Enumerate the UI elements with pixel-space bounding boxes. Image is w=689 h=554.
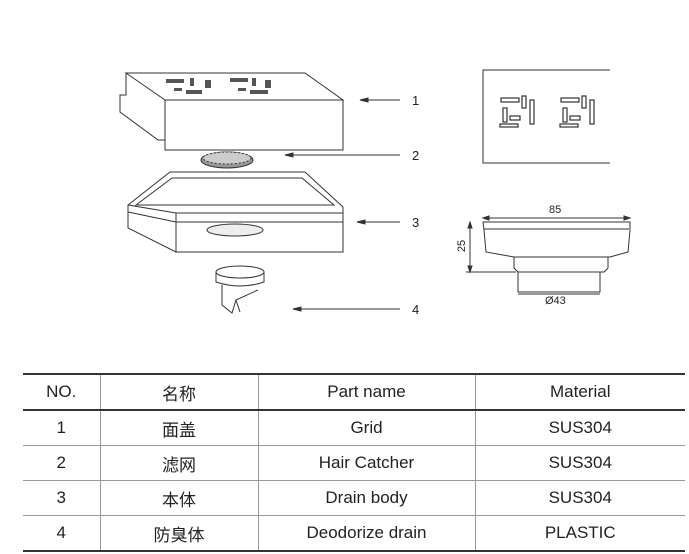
header-name-cn: 名称 bbox=[99, 374, 258, 410]
cell-material: PLASTIC bbox=[474, 515, 685, 551]
callout-3: 3 bbox=[412, 215, 420, 230]
table-row: 3 本体 Drain body SUS304 bbox=[23, 480, 685, 516]
parts-table: NO. 名称 Part name Material 1 面盖 Grid SUS3… bbox=[23, 373, 685, 552]
drain-body-illustration bbox=[127, 171, 344, 253]
callout-2: 2 bbox=[412, 148, 420, 163]
cell-no: 4 bbox=[56, 523, 66, 542]
callout-leaders bbox=[284, 97, 400, 312]
callout-1: 1 bbox=[412, 93, 420, 108]
side-view bbox=[466, 215, 632, 295]
cell-part-name: Hair Catcher bbox=[257, 445, 475, 481]
deodorize-drain-illustration bbox=[215, 265, 265, 314]
cell-part-name: Deodorize drain bbox=[257, 515, 475, 551]
header-part-name: Part name bbox=[257, 374, 475, 410]
cell-material: SUS304 bbox=[474, 445, 685, 481]
cell-name-cn: 面盖 bbox=[99, 410, 258, 446]
table-row: 1 面盖 Grid SUS304 bbox=[23, 410, 685, 446]
top-view bbox=[482, 69, 610, 164]
header-no: NO. bbox=[46, 382, 77, 401]
cell-name-cn: 本体 bbox=[99, 480, 258, 516]
dimension-diameter: Ø43 bbox=[545, 295, 566, 307]
hair-catcher-illustration bbox=[200, 151, 254, 169]
grid-cover-illustration bbox=[119, 72, 345, 151]
cell-material: SUS304 bbox=[474, 410, 685, 446]
header-material: Material bbox=[474, 374, 685, 410]
cell-material: SUS304 bbox=[474, 480, 685, 516]
cell-name-cn: 滤网 bbox=[99, 445, 258, 481]
dimension-height: 25 bbox=[456, 239, 469, 253]
dimension-width: 85 bbox=[549, 204, 562, 216]
table-header-row: NO. 名称 Part name Material bbox=[23, 374, 685, 410]
cell-no: 2 bbox=[56, 453, 66, 472]
cell-name-cn: 防臭体 bbox=[99, 515, 258, 551]
callout-4: 4 bbox=[412, 302, 420, 317]
cell-no: 1 bbox=[56, 418, 66, 437]
cell-part-name: Grid bbox=[257, 410, 475, 446]
table-row: 4 防臭体 Deodorize drain PLASTIC bbox=[23, 515, 685, 551]
cell-no: 3 bbox=[56, 488, 66, 507]
table-row: 2 滤网 Hair Catcher SUS304 bbox=[23, 445, 685, 481]
cell-part-name: Drain body bbox=[257, 480, 475, 516]
exploded-drain-drawing bbox=[119, 69, 632, 314]
